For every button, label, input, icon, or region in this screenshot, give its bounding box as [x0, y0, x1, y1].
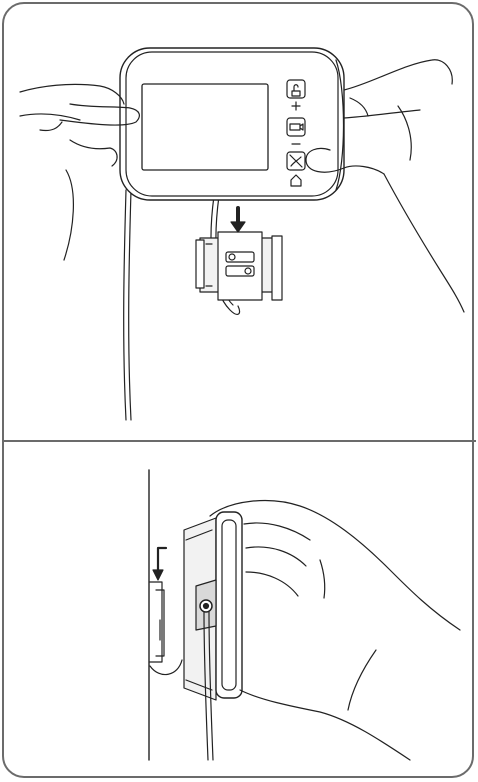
cable: [124, 190, 126, 420]
indoor-monitor: [120, 48, 344, 200]
wall-bracket: [196, 232, 282, 300]
down-arrow-icon: [231, 208, 245, 232]
panel-2-monitor-on-wall: [149, 470, 460, 760]
holding-hand: [210, 501, 460, 760]
indoor-monitor-side: [184, 512, 242, 700]
wall-bracket-side: [150, 582, 182, 675]
panel-1-monitor-mounting: [20, 48, 464, 420]
screen: [142, 84, 268, 170]
down-arrow-icon: [153, 548, 166, 580]
